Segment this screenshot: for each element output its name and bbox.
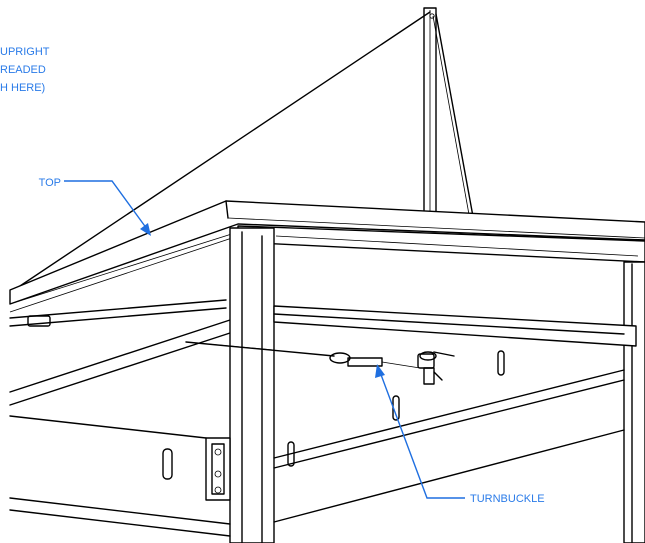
label-top: TOP <box>39 177 61 189</box>
back-leg <box>623 261 645 543</box>
front-leg <box>229 227 275 543</box>
lower-left-rails <box>9 415 231 537</box>
upright-hole <box>429 13 435 19</box>
callout-top: TOP <box>39 177 151 236</box>
turnbuckle-assembly <box>185 341 455 385</box>
guy-wires <box>13 11 475 291</box>
label-turnbuckle: TURNBUCKLE <box>470 493 545 505</box>
upright-note-line-2: READED <box>0 64 46 76</box>
upright-note-line-3: H HERE) <box>0 82 45 94</box>
table-top <box>9 200 645 313</box>
upright-note-line-1: UPRIGHT <box>0 46 50 58</box>
left-rail <box>9 299 231 406</box>
upright-post <box>423 7 437 217</box>
callout-turnbuckle: TURNBUCKLE <box>375 364 545 505</box>
upright-note: UPRIGHT READED H HERE) <box>0 46 50 94</box>
